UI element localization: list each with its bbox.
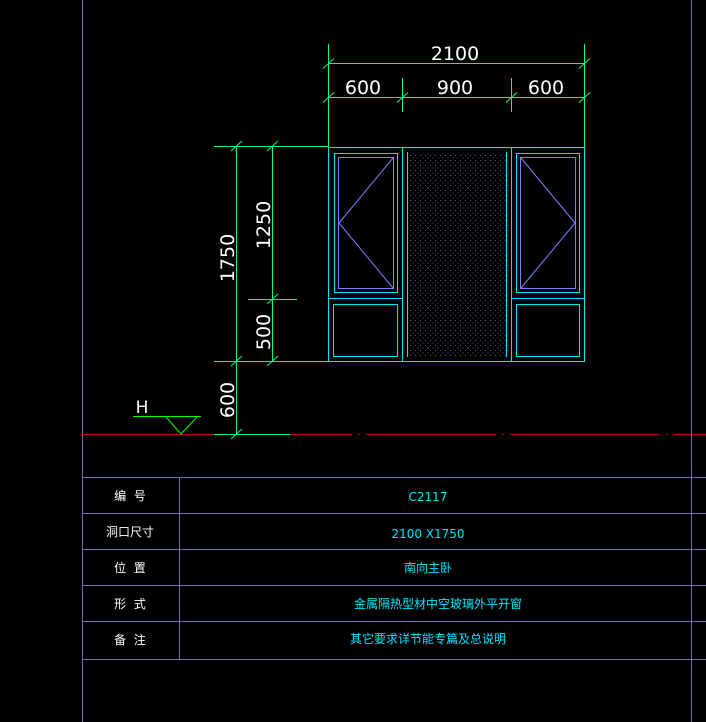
top-dimensions [322, 44, 591, 148]
table-row: 形 式 金属隔热型材中空玻璃外平开窗 [114, 596, 522, 611]
dim-left-width: 600 [345, 77, 381, 99]
dim-overall-width: 2100 [431, 43, 479, 65]
row-value-remarks: 其它要求详节能专篇及总说明 [350, 631, 506, 646]
spec-table-grid [82, 477, 706, 660]
dim-overall-height: 1750 [217, 234, 239, 282]
row-value-opening-size: 2100 X1750 [391, 527, 464, 541]
level-marker-symbol [133, 416, 201, 435]
table-row: 位 置 南向主卧 [114, 560, 452, 575]
table-row: 备 注 其它要求详节能专篇及总说明 [114, 631, 506, 647]
row-label-remarks: 备 注 [114, 632, 146, 647]
level-marker-label: H [136, 398, 149, 418]
row-value-number: C2117 [409, 490, 448, 504]
side-dimensions [214, 140, 328, 440]
sheet-border [82, 0, 692, 722]
row-label-type: 形 式 [114, 597, 146, 611]
row-value-type: 金属隔热型材中空玻璃外平开窗 [354, 596, 522, 611]
window-elevation [328, 147, 585, 362]
row-label-location: 位 置 [114, 560, 146, 575]
dim-right-width: 600 [528, 77, 564, 99]
dim-sill-height: 600 [217, 382, 239, 418]
row-label-opening-size: 洞口尺寸 [106, 525, 154, 539]
table-row: 洞口尺寸 2100 X1750 [106, 525, 465, 541]
spec-table: 编 号 C2117 洞口尺寸 2100 X1750 位 置 南向主卧 形 式 金… [106, 488, 522, 647]
dim-middle-width: 900 [437, 77, 473, 99]
row-label-number: 编 号 [114, 488, 146, 503]
table-row: 编 号 C2117 [114, 488, 447, 504]
dim-upper-height: 1250 [253, 201, 275, 249]
dim-lower-height: 500 [253, 314, 275, 350]
row-value-location: 南向主卧 [404, 560, 452, 575]
